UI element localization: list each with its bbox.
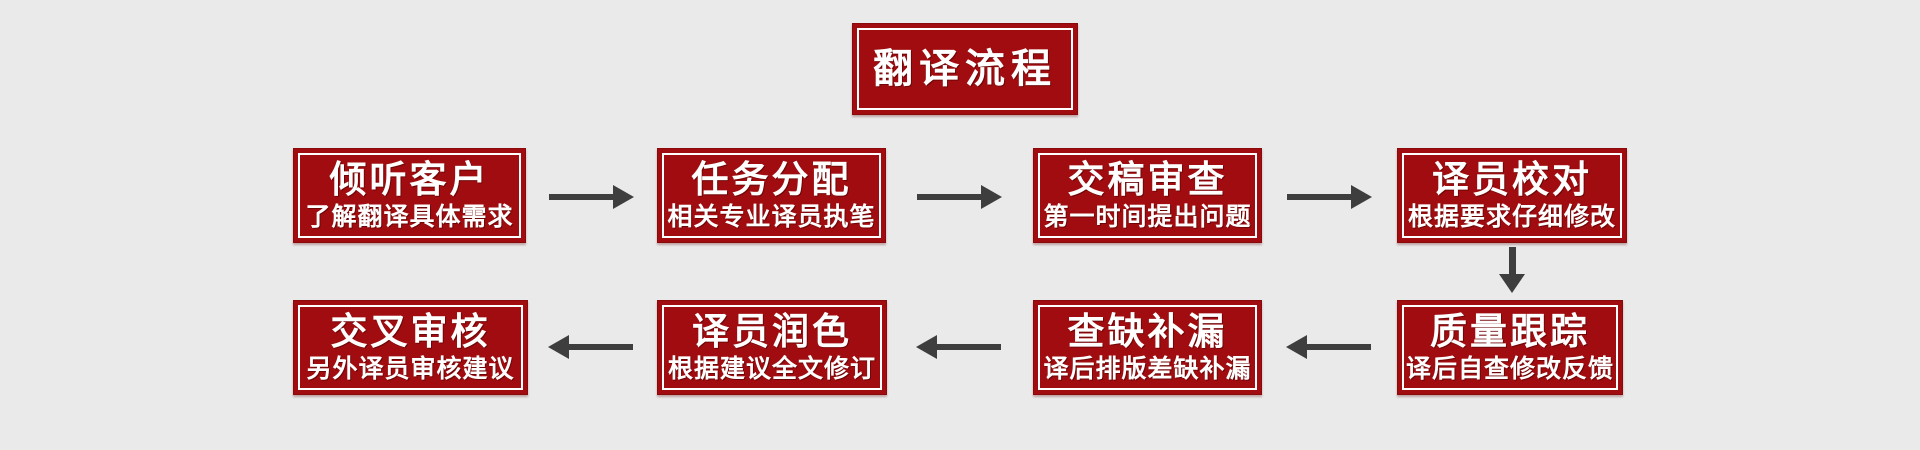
step-box-task-assignment: 任务分配 相关专业译员执笔	[657, 148, 886, 243]
arrow-shaft	[549, 194, 613, 200]
arrow-shaft	[569, 344, 633, 350]
step-subtitle: 另外译员审核建议	[306, 355, 515, 384]
step-title: 译员润色	[692, 311, 852, 353]
step-subtitle: 了解翻译具体需求	[305, 203, 514, 232]
step-subtitle: 相关专业译员执笔	[667, 203, 876, 232]
arrow-right-icon	[549, 185, 634, 209]
arrow-head	[1286, 335, 1307, 359]
arrow-shaft	[917, 194, 981, 200]
step-box-inner: 质量跟踪 译后自查修改反馈	[1402, 305, 1618, 390]
step-subtitle: 译后自查修改反馈	[1405, 355, 1614, 384]
arrow-shaft	[1287, 194, 1351, 200]
arrow-right-icon	[917, 185, 1002, 209]
arrow-left-icon	[1286, 335, 1371, 359]
step-title: 质量跟踪	[1430, 311, 1590, 353]
step-title: 交叉审核	[330, 311, 491, 353]
step-box-cross-review: 交叉审核 另外译员审核建议	[293, 300, 528, 395]
arrow-head	[613, 185, 634, 209]
step-box-inner: 任务分配 相关专业译员执笔	[662, 153, 881, 238]
arrow-head	[981, 185, 1002, 209]
step-box-gap-filling: 查缺补漏 译后排版差缺补漏	[1033, 300, 1262, 395]
step-box-submission-review: 交稿审查 第一时间提出问题	[1033, 148, 1262, 243]
step-box-inner: 查缺补漏 译后排版差缺补漏	[1038, 305, 1257, 390]
step-title: 查缺补漏	[1067, 311, 1228, 353]
flowchart-title-box: 翻译流程	[852, 23, 1078, 115]
step-subtitle: 第一时间提出问题	[1043, 203, 1252, 232]
step-box-quality-tracking: 质量跟踪 译后自查修改反馈	[1397, 300, 1623, 395]
step-box-inner: 译员校对 根据要求仔细修改	[1402, 153, 1622, 238]
step-box-listen-customers: 倾听客户 了解翻译具体需求	[293, 148, 526, 243]
arrow-shaft	[1508, 247, 1516, 274]
arrow-head	[1499, 274, 1525, 293]
step-box-translator-polishing: 译员润色 根据建议全文修订	[657, 300, 887, 395]
arrow-head	[916, 335, 937, 359]
step-box-translator-proofreading: 译员校对 根据要求仔细修改	[1397, 148, 1627, 243]
page-title: 翻译流程	[873, 47, 1057, 91]
step-title: 交稿审查	[1067, 159, 1228, 201]
step-box-inner: 交叉审核 另外译员审核建议	[298, 305, 523, 390]
arrow-head	[548, 335, 569, 359]
arrow-head	[1351, 185, 1372, 209]
step-box-inner: 倾听客户 了解翻译具体需求	[298, 153, 521, 238]
step-title: 任务分配	[691, 159, 852, 201]
step-subtitle: 译后排版差缺补漏	[1043, 355, 1252, 384]
step-box-inner: 交稿审查 第一时间提出问题	[1038, 153, 1257, 238]
step-subtitle: 根据建议全文修订	[667, 355, 876, 384]
arrow-left-icon	[548, 335, 633, 359]
arrow-right-icon	[1287, 185, 1372, 209]
title-box-inner: 翻译流程	[857, 28, 1073, 110]
step-title: 译员校对	[1432, 159, 1592, 201]
arrow-down-icon	[1499, 247, 1525, 293]
step-box-inner: 译员润色 根据建议全文修订	[662, 305, 882, 390]
step-subtitle: 根据要求仔细修改	[1407, 203, 1616, 232]
arrow-shaft	[937, 344, 1001, 350]
arrow-left-icon	[916, 335, 1001, 359]
step-title: 倾听客户	[329, 159, 490, 201]
arrow-shaft	[1307, 344, 1371, 350]
